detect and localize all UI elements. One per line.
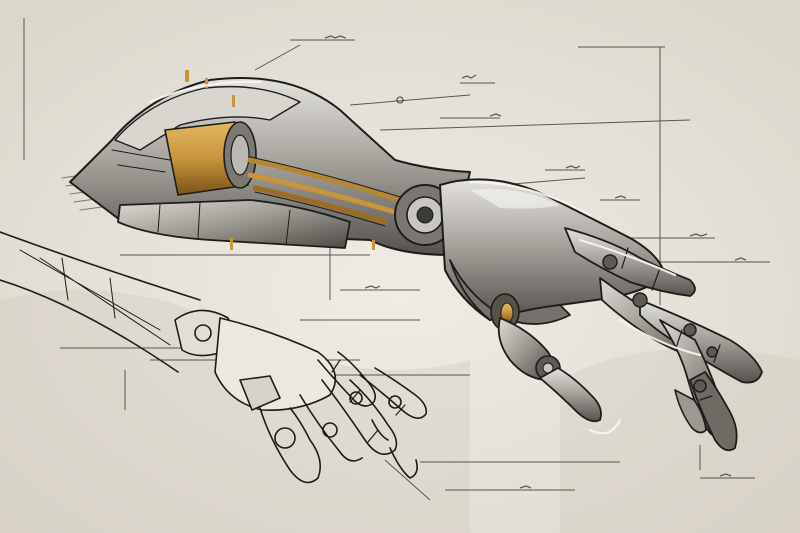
wrist-bolt [194, 324, 212, 342]
paper-wash [0, 290, 800, 533]
brass-cylinder-ring [230, 134, 250, 176]
brass-accents [185, 70, 375, 250]
finger-3 [299, 394, 363, 462]
forearm-upper-edge [0, 231, 201, 301]
forearm-frame-line [19, 249, 171, 346]
finger-4 [359, 367, 428, 419]
brass-cable-outlines [249, 156, 401, 227]
palm-gear [274, 427, 296, 449]
knuckle-joints [602, 254, 718, 393]
finger-segment-lines [331, 359, 406, 443]
rendered-robotic-arm [61, 70, 763, 452]
line-art-arm [0, 231, 428, 484]
forearm-frame-rib [61, 257, 116, 319]
highlight-strokes [148, 80, 702, 435]
annotation-scribbles [324, 35, 747, 489]
thumb-segment-2 [539, 367, 602, 423]
housing-panel-lines [111, 149, 291, 246]
knuckle-1 [322, 422, 338, 438]
finger-2 [321, 379, 398, 456]
wrist-joint-hub [416, 206, 434, 224]
hand-back-highlight [470, 189, 560, 209]
brass-cables [247, 157, 403, 225]
construction-lines [23, 18, 770, 501]
fingertip-1 [389, 447, 418, 479]
fingertip-2 [371, 419, 389, 441]
knuckle-3 [388, 395, 402, 409]
palm-plate [239, 375, 281, 411]
forearm-top-plate [114, 85, 301, 151]
finger-segment-lines [621, 247, 721, 401]
palm-underside [449, 259, 571, 325]
thumb [259, 407, 321, 484]
forearm-lower-housing [117, 199, 351, 249]
forearm-lower-edge [0, 279, 179, 373]
finger-tip-lower [674, 389, 707, 434]
knuckle-2 [349, 391, 363, 405]
